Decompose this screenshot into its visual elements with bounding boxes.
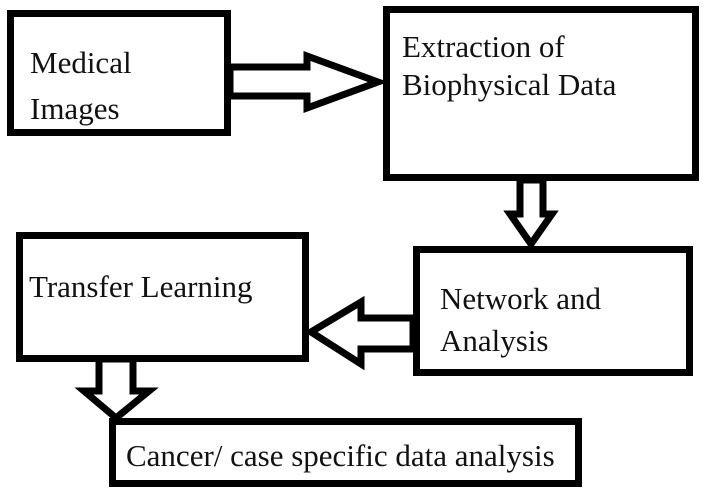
arrow-medical-to-extraction bbox=[226, 50, 389, 114]
node-medical-images-line-2: Images bbox=[30, 91, 120, 126]
node-network-line-2: Analysis bbox=[440, 323, 549, 358]
arrow-network-to-transfer bbox=[304, 295, 417, 371]
node-extraction-line-2: Biophysical Data bbox=[402, 67, 617, 102]
node-extraction: Extraction of Biophysical Data bbox=[383, 6, 699, 181]
node-cancer-analysis: Cancer/ case specific data analysis bbox=[109, 418, 582, 487]
node-transfer-learning-line-1: Transfer Learning bbox=[29, 269, 253, 304]
node-transfer-learning: Transfer Learning bbox=[16, 232, 309, 362]
arrow-extraction-to-network bbox=[503, 176, 559, 251]
node-medical-images-line-1: Medical bbox=[30, 45, 132, 80]
node-extraction-line-1: Extraction of bbox=[402, 29, 565, 64]
node-cancer-analysis-line-1: Cancer/ case specific data analysis bbox=[126, 438, 555, 473]
node-network-line-1: Network and bbox=[440, 281, 601, 316]
node-network: Network and Analysis bbox=[413, 246, 693, 376]
node-medical-images: Medical Images bbox=[7, 10, 231, 136]
arrow-transfer-to-cancer bbox=[74, 355, 159, 423]
